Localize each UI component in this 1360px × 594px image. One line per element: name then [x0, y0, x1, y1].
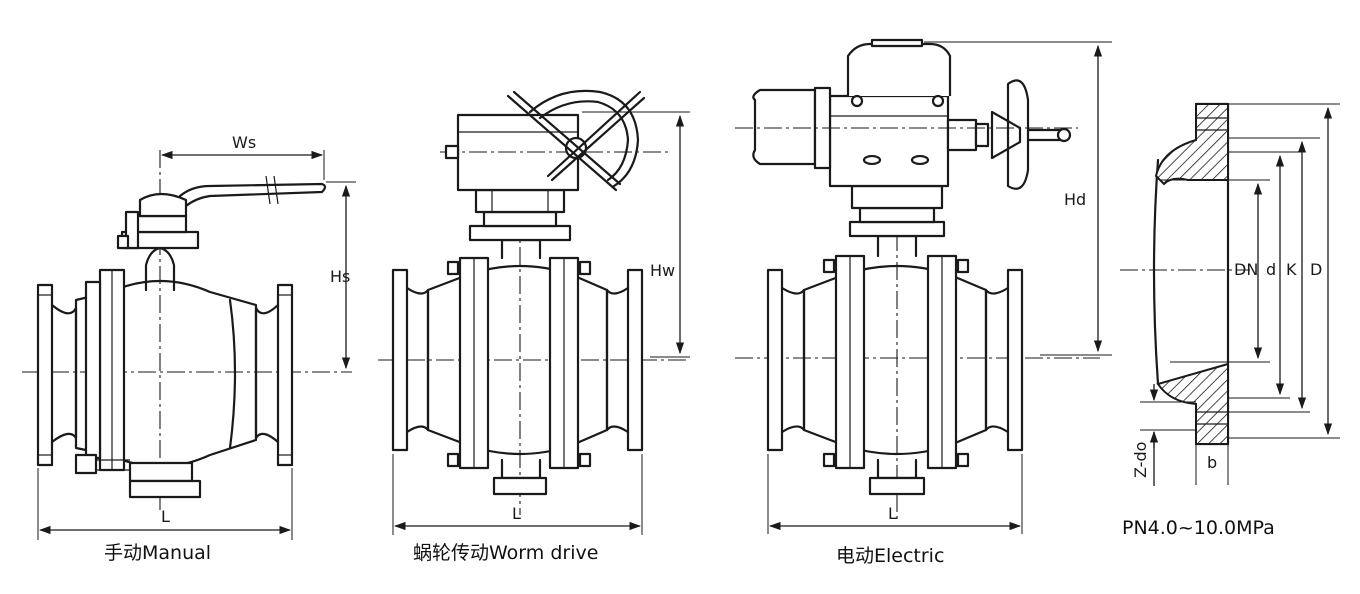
manual-hs-label: Hs [330, 267, 350, 286]
flange-z-do-label: Z-do [1131, 442, 1150, 478]
manual-caption: 手动Manual [104, 542, 211, 564]
flange-b-label: b [1207, 453, 1217, 472]
worm-hw-label: Hw [650, 261, 675, 280]
worm-drive-figure: Hw L 蜗轮传动Worm drive [378, 89, 690, 564]
electric-figure: Hd L 电动Electric [735, 38, 1112, 567]
flange-figure: DN d K D b Z-do PN4.0~10.0MPa [1120, 102, 1340, 539]
flange-d-small-label: d [1266, 260, 1276, 279]
manual-ws-label: Ws [232, 133, 256, 152]
flange-d-large-label: D [1310, 260, 1322, 279]
electric-hd-label: Hd [1064, 190, 1086, 209]
flange-dn-label: DN [1234, 260, 1258, 279]
electric-caption: 电动Electric [836, 545, 944, 567]
worm-caption: 蜗轮传动Worm drive [413, 542, 598, 564]
worm-l-label: L [512, 504, 521, 523]
electric-l-label: L [888, 504, 897, 523]
flange-caption: PN4.0~10.0MPa [1122, 517, 1275, 539]
manual-figure: Ws Hs L 手动Manual [22, 133, 356, 564]
manual-l-label: L [161, 507, 170, 526]
flange-k-label: K [1286, 260, 1297, 279]
